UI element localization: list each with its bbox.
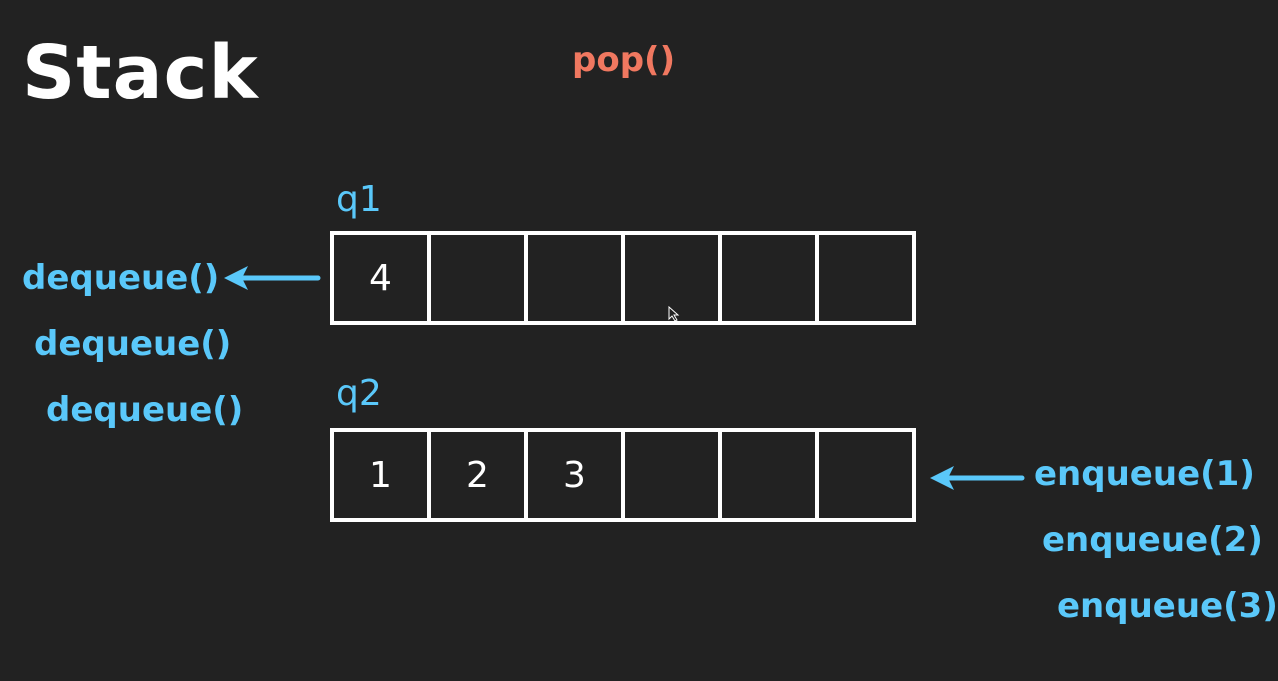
queue-cell	[528, 235, 625, 321]
queue-cell: 2	[431, 432, 528, 518]
queue-cell: 4	[334, 235, 431, 321]
queue-q1: 4	[330, 231, 916, 325]
queue-label-q1: q1	[336, 179, 382, 220]
operation-label: pop()	[572, 40, 676, 80]
queue-label-q2: q2	[336, 373, 382, 414]
queue-cell	[625, 432, 722, 518]
enqueue-arrow-left-icon	[930, 466, 1025, 490]
enqueue-call: enqueue(3)	[1057, 586, 1278, 626]
mouse-cursor-icon	[668, 306, 680, 322]
queue-cell	[431, 235, 528, 321]
queue-q2: 1 2 3	[330, 428, 916, 522]
dequeue-call: dequeue()	[22, 258, 220, 298]
queue-cell: 3	[528, 432, 625, 518]
dequeue-call: dequeue()	[46, 390, 244, 430]
queue-cell: 1	[334, 432, 431, 518]
dequeue-arrow-left-icon	[224, 266, 321, 290]
queue-cell	[722, 432, 819, 518]
queue-cell	[625, 235, 722, 321]
enqueue-call: enqueue(1)	[1034, 454, 1255, 494]
dequeue-call: dequeue()	[34, 324, 232, 364]
queue-cell	[722, 235, 819, 321]
queue-cell	[819, 235, 912, 321]
diagram-title: Stack	[22, 30, 259, 116]
queue-cell	[819, 432, 912, 518]
enqueue-call: enqueue(2)	[1042, 520, 1263, 560]
